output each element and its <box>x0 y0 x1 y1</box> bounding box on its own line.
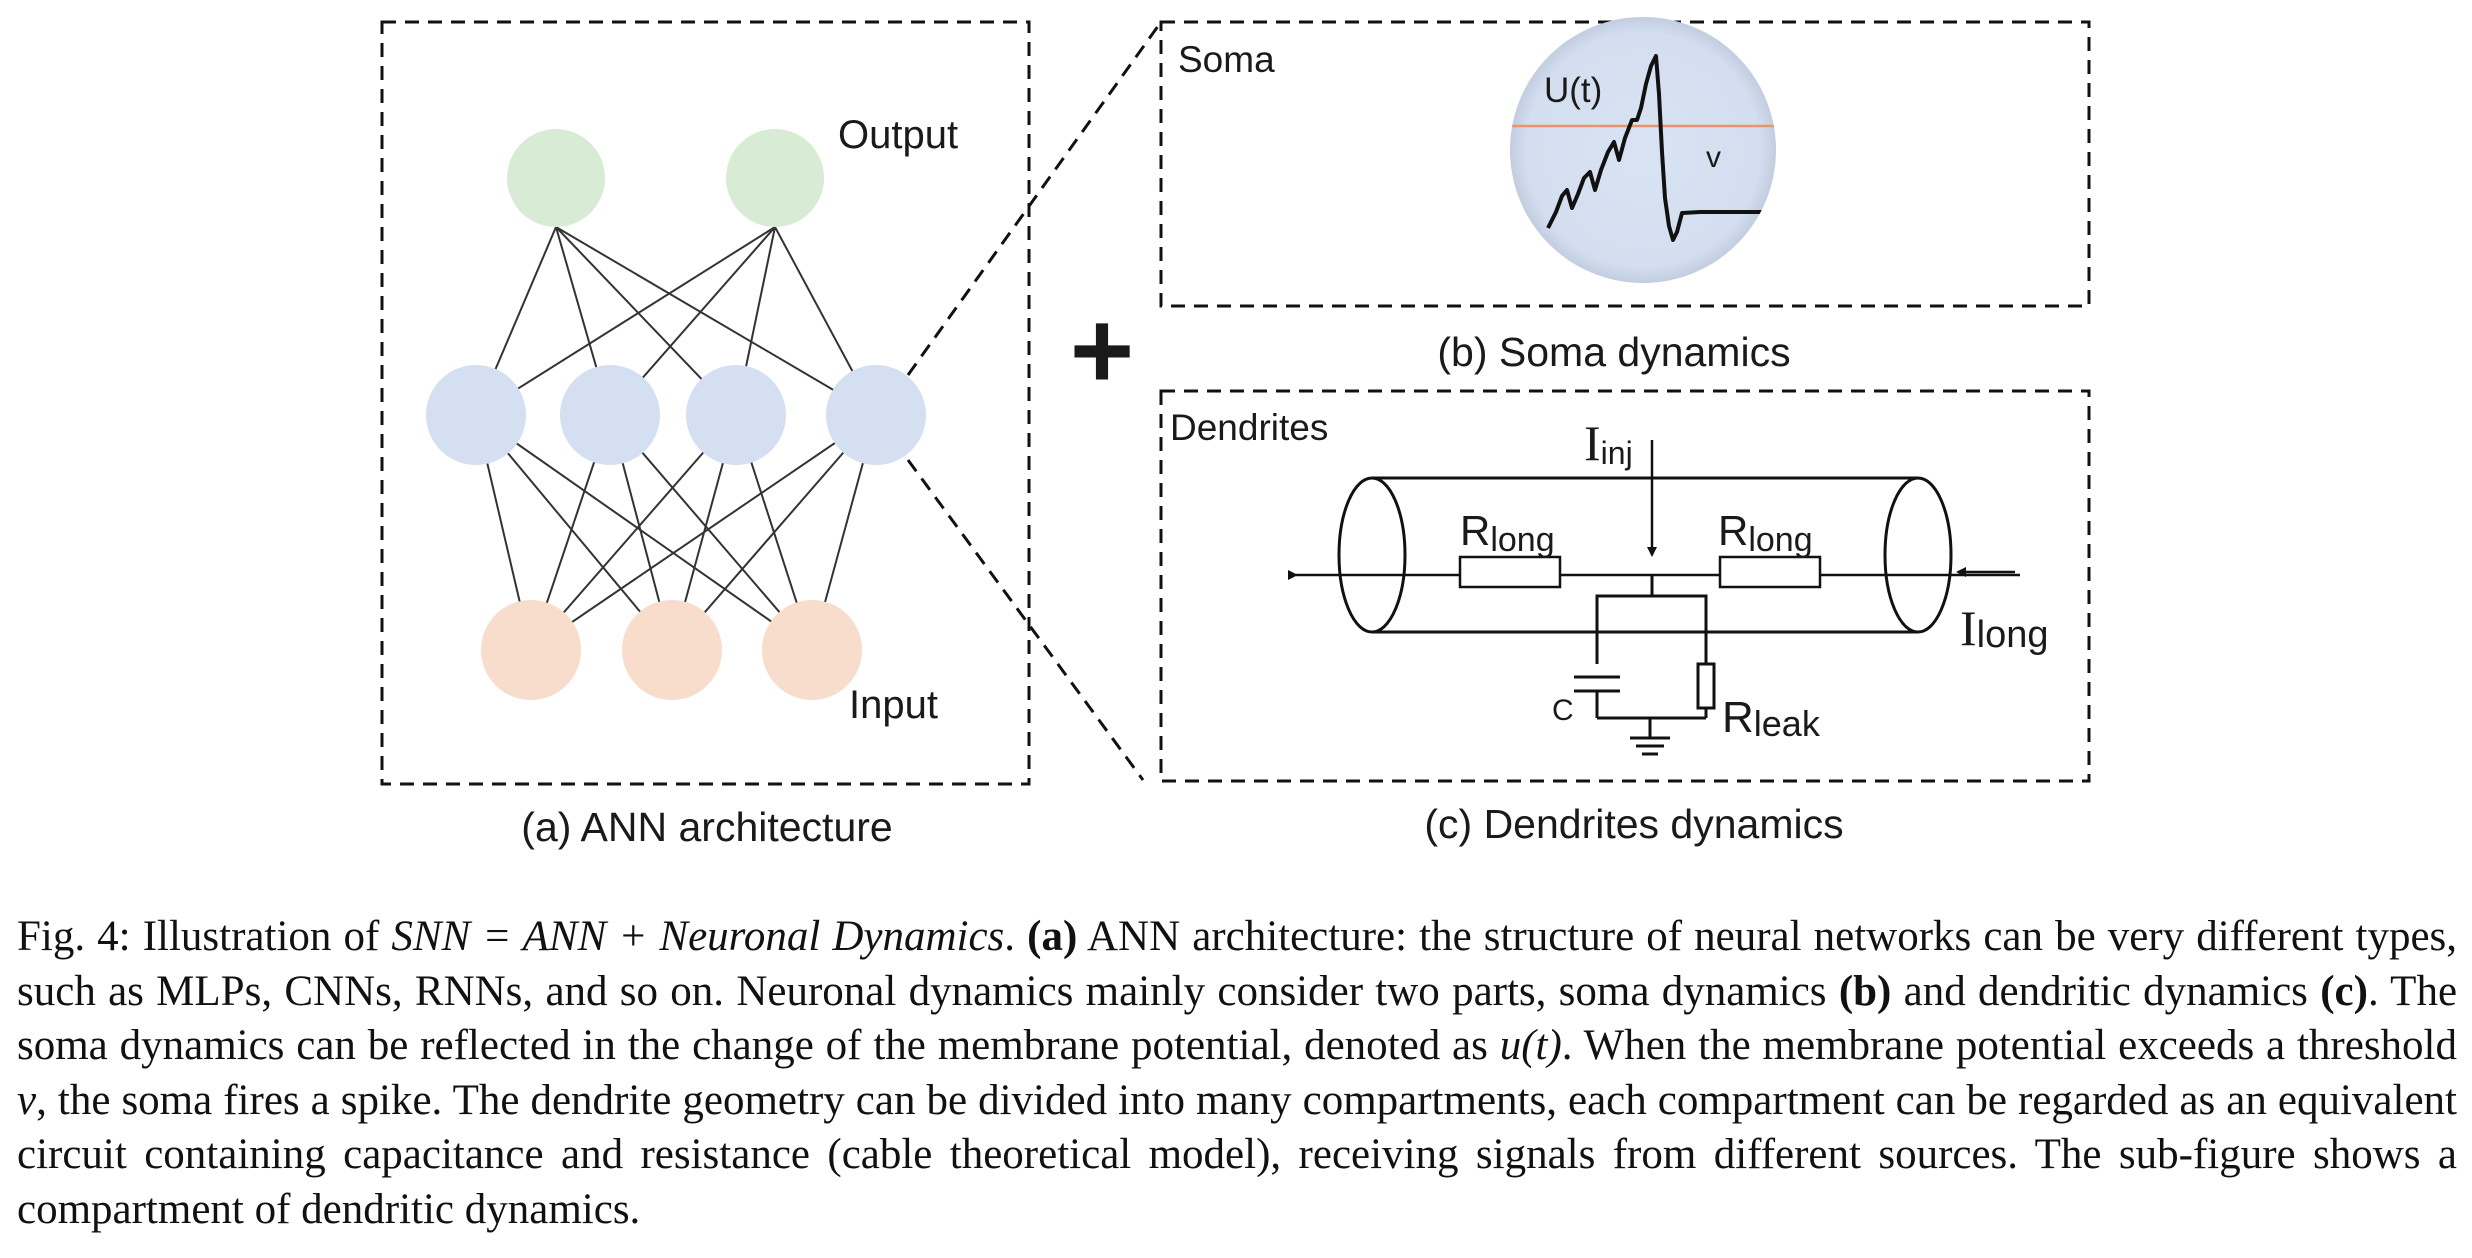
hidden-node <box>826 365 926 465</box>
caption-ref-c: (c) <box>2320 967 2368 1015</box>
rc-circuit <box>1574 575 1716 756</box>
caption-fig-label: Fig. 4: <box>17 913 131 960</box>
input-node <box>762 600 862 700</box>
caption-threshold-text: . When the membrane potential exceeds a … <box>1561 1022 2457 1069</box>
i-long-symbol: I <box>1960 600 1977 656</box>
input-node <box>481 600 581 700</box>
panel-a-ann: Output Input (a) ANN architecture <box>380 20 1031 850</box>
dendrites-title: Dendrites <box>1170 407 1328 448</box>
output-node <box>726 129 824 227</box>
i-long-subscript: long <box>1977 614 2049 656</box>
caption-b-text: and dendritic dynamics <box>1903 967 2308 1015</box>
panel-a-caption: (a) ANN architecture <box>521 804 892 850</box>
r-leak-subscript: leak <box>1754 703 1821 744</box>
potential-label: U(t) <box>1544 71 1602 110</box>
input-label: Input <box>849 683 938 727</box>
i-long-label: Ilong <box>1960 600 2049 656</box>
hidden-node <box>686 365 786 465</box>
caption-c-text: . The soma dynamics can be reflected in … <box>17 967 2458 1070</box>
panel-b-caption: (b) Soma dynamics <box>1437 329 1790 375</box>
r-long-label-left: Rlong <box>1460 507 1555 559</box>
panel-c-frame <box>1159 389 2091 783</box>
panel-c-dendrites: Dendrites <box>1159 389 2091 847</box>
soma-plot: U(t) v <box>1510 17 1776 283</box>
threshold-label: v <box>1706 141 1721 174</box>
plus-sign: + <box>1070 289 1134 412</box>
r-long-resistor-left <box>1458 555 1562 589</box>
caption-rest: , the soma fires a spike. The dendrite g… <box>17 1076 2457 1233</box>
r-long-label-right: Rlong <box>1718 507 1813 559</box>
soma-title: Soma <box>1178 39 1275 80</box>
cable-axis <box>1288 567 2020 580</box>
input-node <box>622 600 722 700</box>
i-inj-subscript: inj <box>1601 435 1633 471</box>
ann-edges <box>475 226 877 651</box>
ann-nodes <box>426 129 926 700</box>
caption-u-t: u(t) <box>1499 1022 1562 1069</box>
caption-ref-a: (a) <box>1027 913 1078 960</box>
i-inj-label: Iinj <box>1584 415 1633 471</box>
zoom-connectors <box>906 21 1163 781</box>
output-label: Output <box>838 113 958 157</box>
panel-a-frame <box>380 20 1031 786</box>
figure-caption: Fig. 4: Illustration of SNN = ANN + Neur… <box>17 913 2458 1233</box>
caption-intro: Illustration of <box>142 913 380 960</box>
r-long-resistor-right <box>1718 555 1822 589</box>
panel-b-soma: Soma U(t) v (b) Soma dynamics <box>1159 17 2091 375</box>
panel-c-caption: (c) Dendrites dynamics <box>1424 801 1843 847</box>
capacitor-label: C <box>1552 694 1574 727</box>
r-long-subscript: long <box>1748 521 1812 559</box>
caption-ref-b: (b) <box>1838 967 1892 1015</box>
r-leak-label: Rleak <box>1722 693 1821 744</box>
r-long-symbol: R <box>1460 507 1490 554</box>
r-leak-symbol: R <box>1722 693 1754 742</box>
figure: Output Input (a) ANN architecture + Soma… <box>380 17 2091 850</box>
output-node <box>507 129 605 227</box>
hidden-node <box>426 365 526 465</box>
r-long-subscript: long <box>1490 521 1554 559</box>
caption-a-text: ANN architecture: the structure of neura… <box>17 913 2458 1015</box>
cable-cylinder <box>1337 476 1953 634</box>
membrane-potential-trace <box>1546 54 1770 242</box>
hidden-node <box>560 365 660 465</box>
i-inj-symbol: I <box>1584 415 1601 471</box>
caption-v: v <box>17 1076 37 1124</box>
r-long-symbol: R <box>1718 507 1748 554</box>
caption-equation: SNN = ANN + Neuronal Dynamics <box>391 913 1005 960</box>
